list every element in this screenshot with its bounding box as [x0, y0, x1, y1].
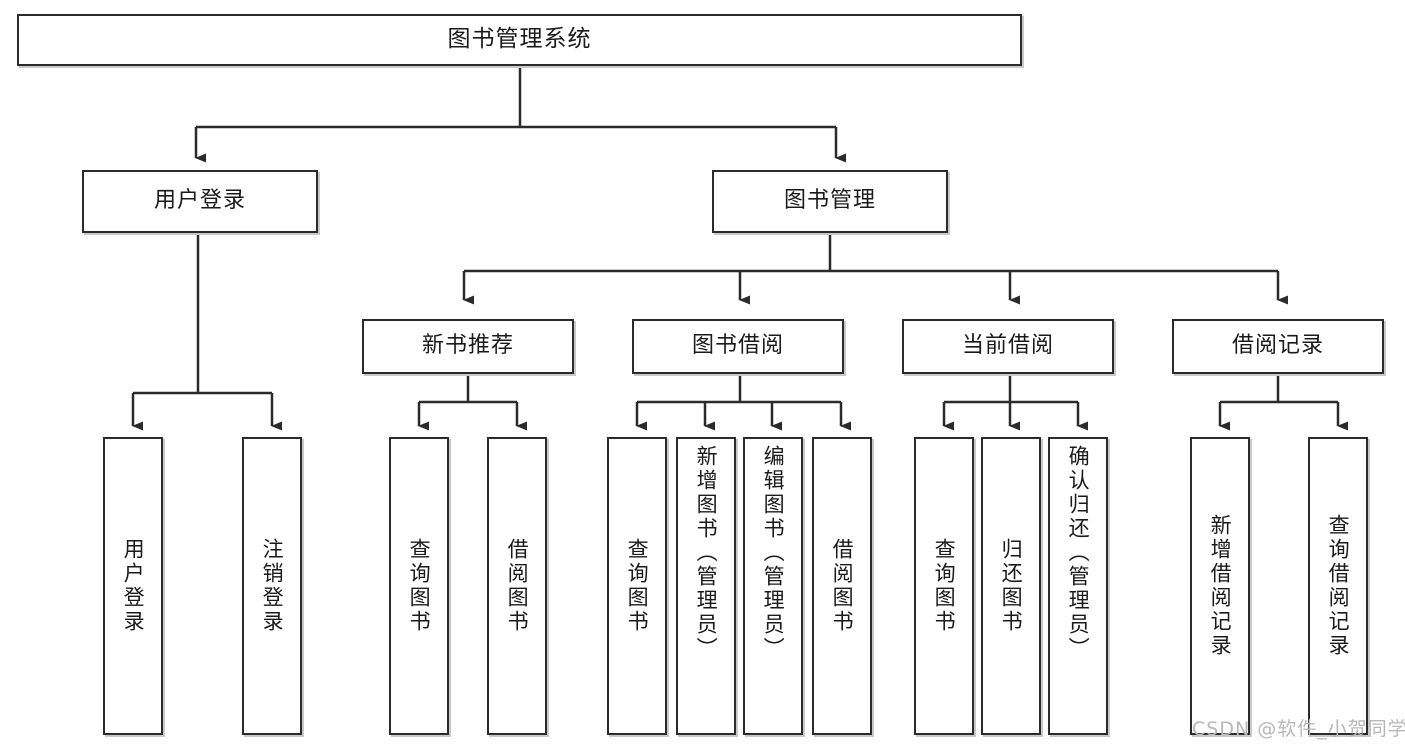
leaf-current-borrow-0[interactable]: 查询图书	[914, 437, 974, 735]
leaf-current-borrow-1[interactable]: 归还图书	[981, 437, 1041, 735]
node-new-book-rec[interactable]: 新书推荐	[362, 319, 574, 374]
node-user-login-label: 用户登录	[153, 188, 246, 214]
node-borrow-record[interactable]: 借阅记录	[1172, 319, 1384, 374]
node-root-label: 图书管理系统	[447, 26, 592, 53]
node-current-borrow-label: 当前借阅	[961, 333, 1054, 359]
leaf-label: 用户登录	[121, 538, 146, 634]
leaf-label: 编辑图书（管理员）	[761, 445, 786, 661]
leaf-user-login-1[interactable]: 注销登录	[242, 437, 302, 735]
leaf-book-borrow-1[interactable]: 新增图书（管理员）	[676, 437, 736, 735]
watermark: CSDN @软件_小贺同学	[1192, 718, 1405, 740]
leaf-label: 新增图书（管理员）	[694, 445, 719, 661]
node-root[interactable]: 图书管理系统	[17, 14, 1022, 66]
leaf-label: 查询图书	[625, 538, 650, 634]
leaf-book-borrow-3[interactable]: 借阅图书	[812, 437, 872, 735]
leaf-new-book-rec-0[interactable]: 查询图书	[389, 437, 449, 735]
leaf-new-book-rec-1[interactable]: 借阅图书	[487, 437, 547, 735]
node-new-book-rec-label: 新书推荐	[421, 333, 514, 359]
leaf-label: 新增借阅记录	[1208, 514, 1233, 658]
leaf-current-borrow-2[interactable]: 确认归还（管理员）	[1048, 437, 1108, 735]
leaf-label: 注销登录	[260, 538, 285, 634]
node-borrow-record-label: 借阅记录	[1231, 333, 1324, 359]
leaf-label: 查询图书	[932, 538, 957, 634]
leaf-book-borrow-2[interactable]: 编辑图书（管理员）	[743, 437, 803, 735]
leaf-label: 确认归还（管理员）	[1066, 445, 1091, 661]
leaf-label: 查询图书	[407, 538, 432, 634]
leaf-borrow-record-1[interactable]: 查询借阅记录	[1308, 437, 1368, 735]
node-book-manage-label: 图书管理	[783, 188, 876, 214]
node-current-borrow[interactable]: 当前借阅	[902, 319, 1114, 374]
leaf-label: 归还图书	[999, 538, 1024, 634]
node-book-manage[interactable]: 图书管理	[712, 170, 948, 233]
node-user-login[interactable]: 用户登录	[82, 170, 318, 233]
leaf-label: 借阅图书	[830, 538, 855, 634]
node-book-borrow-label: 图书借阅	[691, 333, 784, 359]
leaf-user-login-0[interactable]: 用户登录	[103, 437, 163, 735]
leaf-book-borrow-0[interactable]: 查询图书	[607, 437, 667, 735]
leaf-borrow-record-0[interactable]: 新增借阅记录	[1190, 437, 1250, 735]
leaf-label: 借阅图书	[505, 538, 530, 634]
leaf-label: 查询借阅记录	[1326, 514, 1351, 658]
node-book-borrow[interactable]: 图书借阅	[632, 319, 844, 374]
